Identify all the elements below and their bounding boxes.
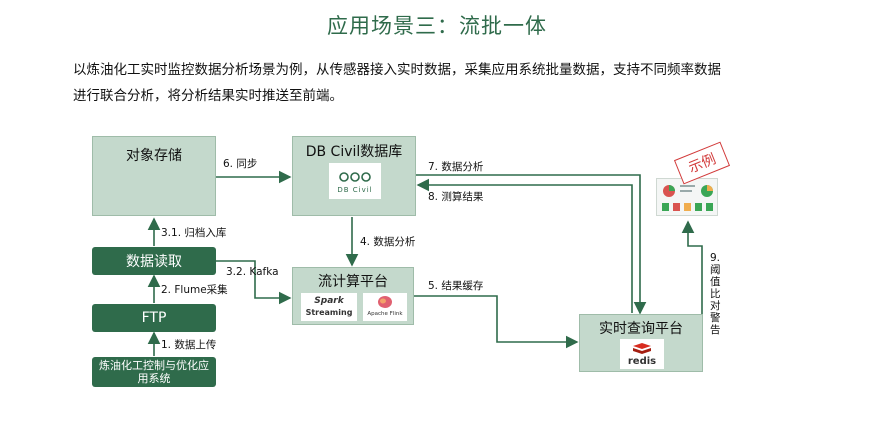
object-storage-node: 对象存储: [92, 136, 216, 216]
edge-4-label: 4. 数据分析: [360, 236, 416, 248]
edge-8-label: 8. 测算结果: [428, 191, 484, 203]
edge-7-label: 7. 数据分析: [428, 161, 484, 173]
data-read-node: 数据读取: [92, 247, 216, 275]
flink-logo-text: Apache Flink: [367, 311, 403, 317]
object-storage-label: 对象存储: [126, 148, 182, 164]
db-civil-label: DB Civil数据库: [305, 144, 403, 160]
dashboard-preview-graphic: [662, 185, 713, 211]
db-civil-logo-icon: [339, 172, 371, 182]
ftp-label: FTP: [141, 310, 167, 326]
edge-5-label: 5. 结果缓存: [428, 280, 484, 292]
flink-squirrel-icon: [378, 296, 392, 308]
spark-streaming-text: Streaming: [305, 308, 353, 317]
spark-logo-text: Spark: [314, 296, 344, 306]
edge-6-label: 6. 同步: [223, 158, 258, 170]
query-platform-label: 实时查询平台: [599, 321, 683, 337]
edge-7-line: [416, 174, 647, 315]
description: 以炼油化工实时监控数据分析场景为例，从传感器接入实时数据，采集应用系统批量数据，…: [73, 57, 833, 109]
edge-9-label: 9. 阈值比对警告: [710, 252, 721, 336]
db-civil-logo-text: DB Civil: [337, 186, 373, 194]
description-line-1: 以炼油化工实时监控数据分析场景为例，从传感器接入实时数据，采集应用系统批量数据，…: [73, 62, 721, 78]
data-read-label: 数据读取: [126, 254, 182, 270]
edge-1-label: 1. 数据上传: [161, 339, 217, 351]
edge-8-line: [416, 178, 633, 313]
source-system-node: 炼油化工控制与优化应用系统: [92, 357, 216, 387]
db-civil-logo: DB Civil: [329, 163, 381, 199]
ftp-node: FTP: [92, 304, 216, 332]
edge-32-line: [216, 260, 292, 305]
edge-31-label: 3.1. 归档入库: [161, 227, 227, 239]
source-system-label: 炼油化工控制与优化应用系统: [99, 359, 209, 385]
description-line-2: 进行联合分析，将分析结果实时推送至前端。: [73, 88, 343, 104]
edge-2-label: 2. Flume采集: [161, 284, 228, 296]
stream-platform-label: 流计算平台: [318, 274, 388, 290]
page-title: 应用场景三：流批一体: [327, 14, 547, 38]
edge-5-line: [414, 295, 579, 349]
edge-32-label: 3.2. Kafka: [226, 266, 279, 278]
db-civil-node: DB Civil数据库 DB Civil: [292, 136, 416, 216]
redis-logo-text: redis: [627, 355, 657, 367]
spark-logo: Spark Streaming: [301, 293, 357, 321]
redis-logo: redis: [620, 339, 664, 369]
query-platform-node: 实时查询平台 redis: [579, 314, 703, 372]
stream-platform-node: 流计算平台 Spark Streaming Apache Flink: [292, 267, 414, 325]
flink-logo: Apache Flink: [363, 293, 407, 321]
edge-9-line: [681, 220, 703, 328]
dashboard-preview: [656, 178, 718, 216]
redis-cube-icon: [633, 342, 651, 354]
